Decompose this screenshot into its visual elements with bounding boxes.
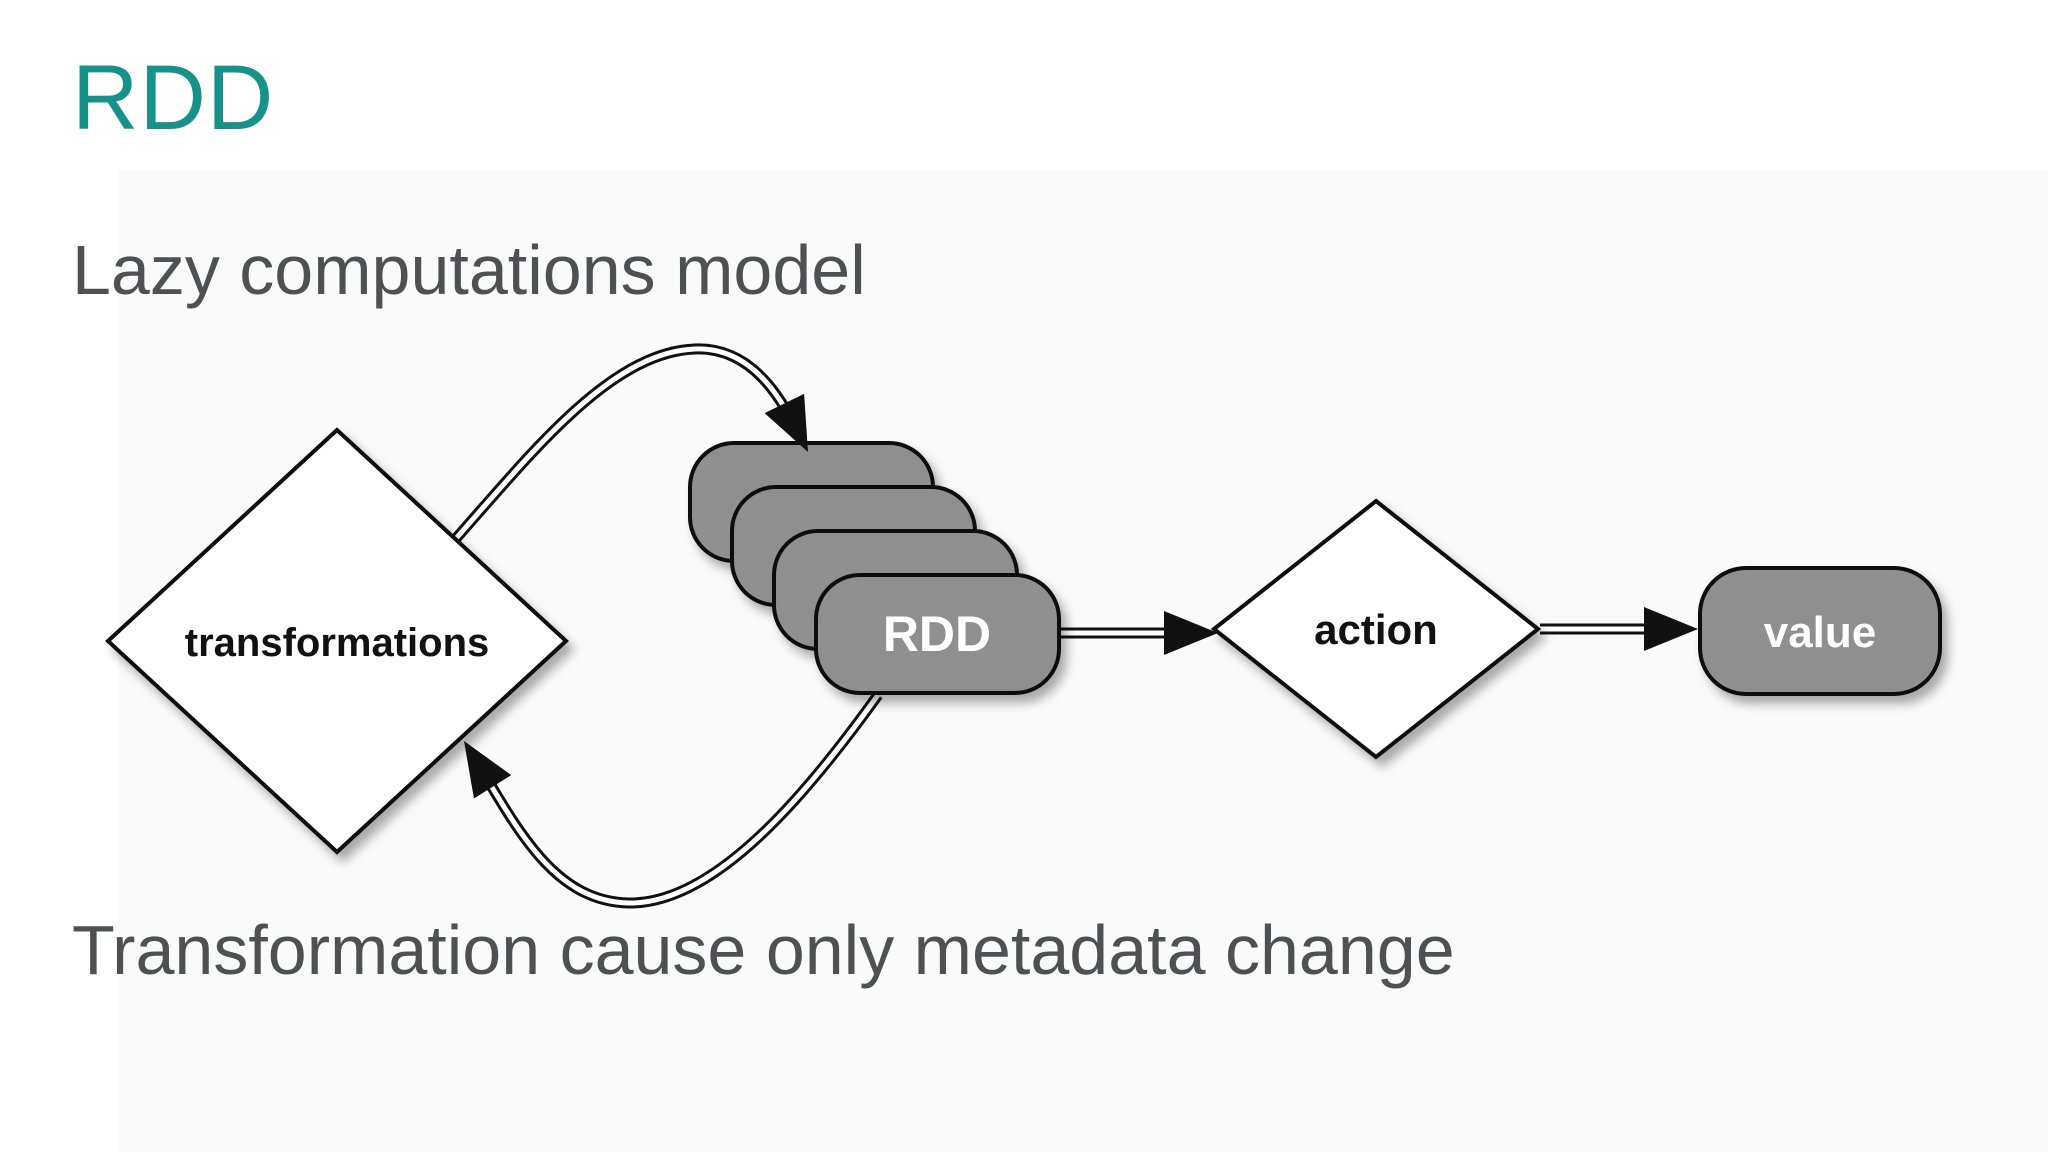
- value-label: value: [1764, 608, 1877, 657]
- action-label: action: [1314, 606, 1438, 653]
- action-node: [1210, 498, 1542, 760]
- action-diamond: [1210, 498, 1542, 760]
- transformations-node: [105, 427, 569, 855]
- slide-caption: Transformation cause only metadata chang…: [72, 911, 1455, 989]
- arrowhead-into-rdd: [764, 393, 808, 452]
- rdd-stack-node: [688, 441, 1061, 695]
- arrowhead-into-action: [1164, 611, 1218, 655]
- edge-rdd-to-transformations: [475, 691, 883, 909]
- value-pill: [1698, 566, 1942, 696]
- rdd-label: RDD: [883, 606, 991, 662]
- value-node: [1698, 566, 1942, 696]
- transformations-label: transformations: [185, 621, 490, 665]
- slide-title: RDD: [72, 47, 275, 149]
- transformations-diamond: [105, 427, 569, 855]
- arrowhead-into-transformations: [464, 741, 512, 799]
- slide-subtitle: Lazy computations model: [72, 231, 866, 309]
- rdd-stack-layer-1: [814, 573, 1061, 695]
- arrowhead-into-value: [1644, 607, 1698, 651]
- edge-transformations-to-rdd: [447, 343, 806, 547]
